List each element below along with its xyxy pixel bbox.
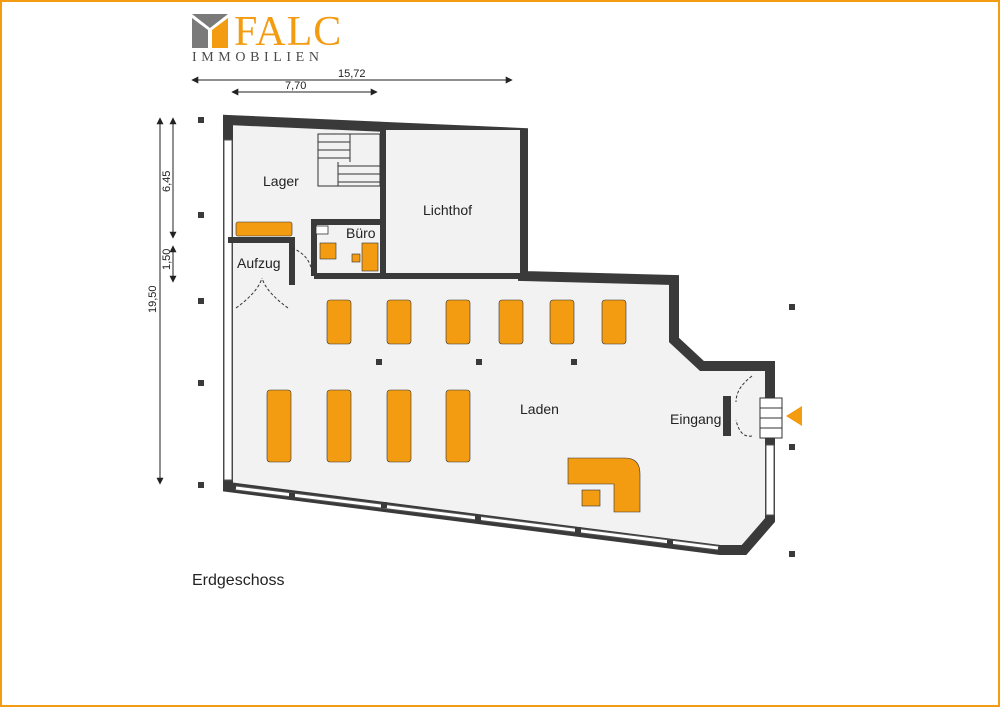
buero-walls bbox=[311, 219, 383, 279]
room-label-laden: Laden bbox=[520, 401, 559, 417]
columns bbox=[289, 359, 673, 546]
laden-table bbox=[386, 299, 412, 345]
laden-furniture bbox=[266, 299, 641, 513]
sales-counter bbox=[567, 457, 641, 513]
brand-name: FALC bbox=[234, 9, 343, 55]
eingang-area bbox=[723, 375, 783, 439]
buero-cabinet bbox=[361, 242, 379, 272]
buero-chair bbox=[351, 253, 361, 263]
laden-table bbox=[445, 389, 471, 463]
dimension-total-width: 15,72 bbox=[338, 68, 366, 80]
dimension-lines bbox=[156, 76, 513, 485]
dimension-total-depth: 19,50 bbox=[147, 285, 159, 313]
falc-logo-mark-icon bbox=[192, 14, 228, 48]
buero-radiator bbox=[315, 225, 329, 235]
laden-table bbox=[386, 389, 412, 463]
aufzug-walls bbox=[228, 237, 295, 285]
floor-name: Erdgeschoss bbox=[192, 572, 285, 589]
room-label-lager: Lager bbox=[263, 173, 299, 189]
buero-desk bbox=[319, 242, 337, 260]
laden-table bbox=[326, 389, 352, 463]
staircase bbox=[317, 133, 381, 187]
dimension-partial-width: 7,70 bbox=[285, 80, 306, 92]
entry-double-door bbox=[235, 277, 289, 309]
laden-table bbox=[498, 299, 524, 345]
room-label-eingang: Eingang bbox=[670, 411, 721, 427]
window-strip-right bbox=[765, 444, 775, 516]
lager-shelf bbox=[235, 221, 293, 237]
dimension-depth-lager: 6,45 bbox=[161, 171, 173, 192]
room-label-buero: Büro bbox=[346, 225, 376, 241]
laden-table bbox=[266, 389, 292, 463]
room-label-lichthof: Lichthof bbox=[423, 202, 472, 218]
laden-table bbox=[601, 299, 627, 345]
entrance-arrow-icon bbox=[786, 406, 802, 426]
brand-subtitle: IMMOBILIEN bbox=[192, 50, 324, 65]
laden-table bbox=[549, 299, 575, 345]
dimension-depth-aufzug: 1,50 bbox=[161, 249, 173, 270]
room-label-aufzug: Aufzug bbox=[237, 255, 281, 271]
laden-table bbox=[326, 299, 352, 345]
laden-table bbox=[445, 299, 471, 345]
counter-stool bbox=[581, 489, 601, 507]
exterior-markers bbox=[198, 117, 795, 557]
window-strip-left bbox=[223, 139, 233, 481]
